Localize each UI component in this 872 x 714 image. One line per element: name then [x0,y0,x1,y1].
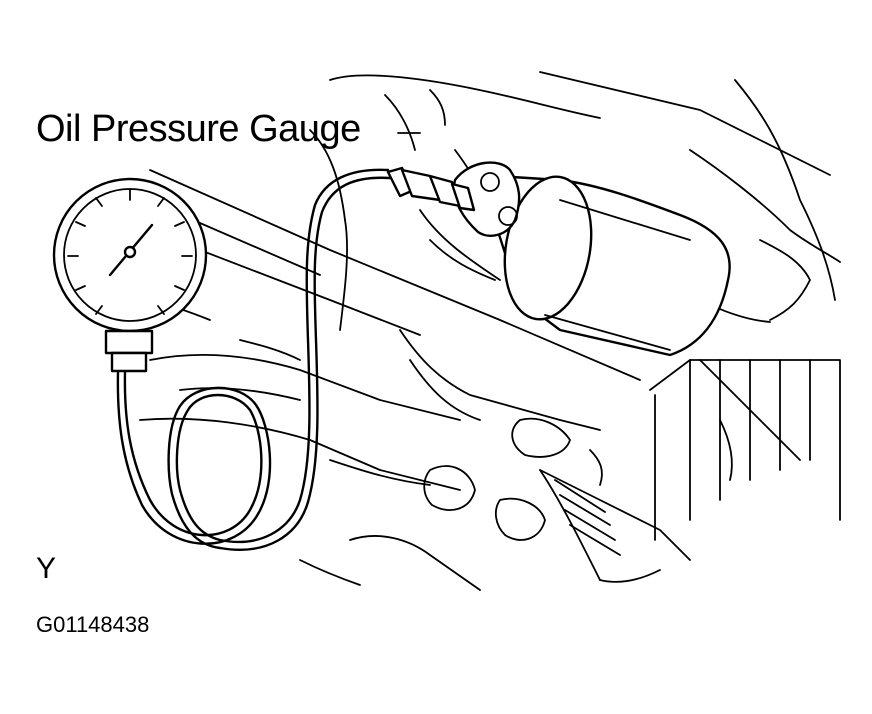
gauge-hose [116,168,392,551]
view-letter: Y [36,552,57,585]
figure-code: G01148438 [36,612,150,637]
hose-fitting [386,166,476,212]
oil-pressure-sender-icon [419,161,731,357]
pressure-gauge-icon [52,177,208,373]
callout-label: Oil Pressure Gauge [36,108,361,150]
